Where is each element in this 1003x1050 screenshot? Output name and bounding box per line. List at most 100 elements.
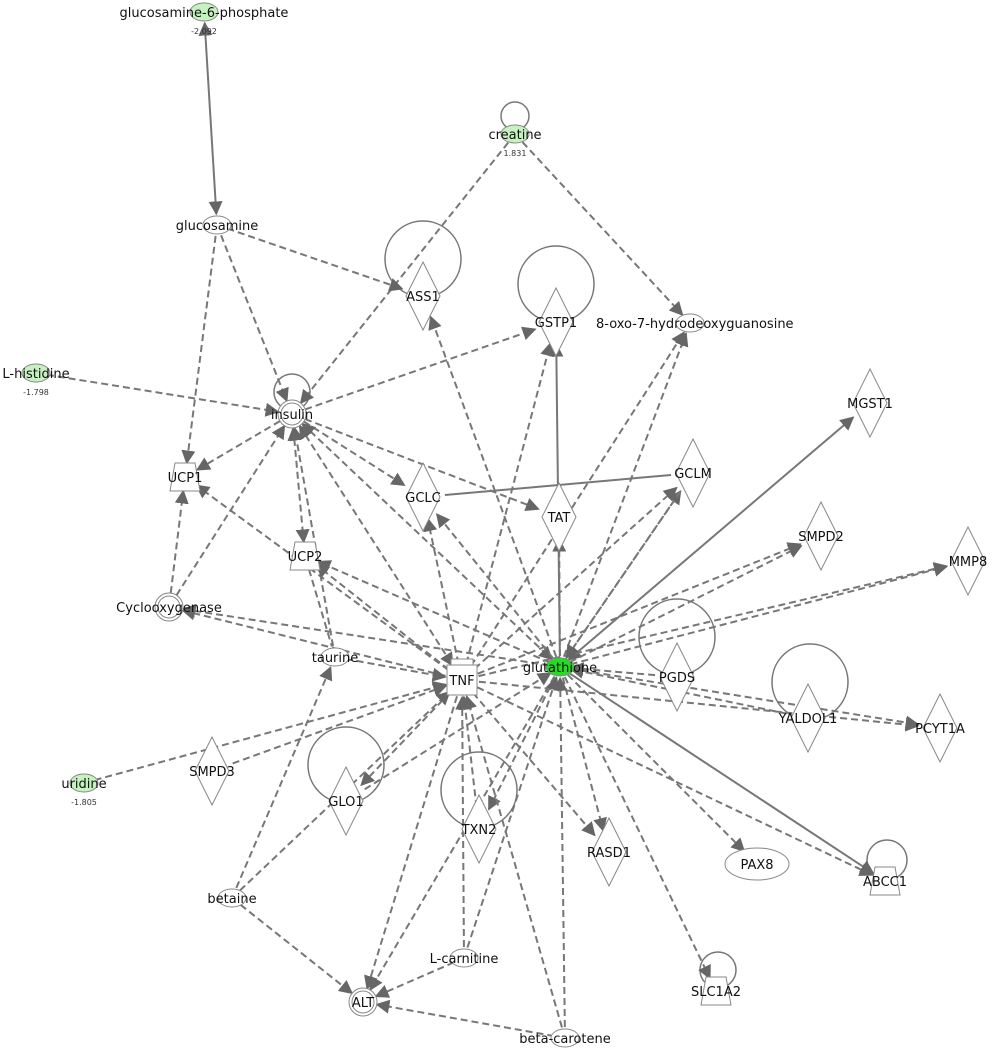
edge-creatine-to-8-oxo [521,141,684,316]
node-l-histidine[interactable]: L-histidine-1.798 [2,363,70,397]
node-shape-ucp1[interactable] [169,462,201,492]
node-smpd2[interactable]: SMPD2 [798,500,844,572]
node-glucosamine-6-phosphate[interactable]: glucosamine-6-phosphate-2.092 [120,2,289,36]
node-pgds[interactable]: PGDS [659,641,695,713]
node-shape-tat[interactable] [541,481,577,553]
node-smpd3[interactable]: SMPD3 [189,735,235,807]
node-alt[interactable]: ALT [348,987,378,1017]
node-insulin[interactable]: insulin [271,399,313,429]
node-shape-txn2[interactable] [461,793,497,865]
node-cyclooxygenase[interactable]: Cyclooxygenase [116,592,222,622]
edge-pgds-to-glutathione [569,662,656,677]
node-label-slc1a2: SLC1A2 [691,985,741,1000]
node-shape-l-carnitine[interactable] [449,948,479,968]
node-gstp1[interactable]: GSTP1 [535,286,577,358]
node-betaine[interactable]: betaine [207,888,257,908]
edge-cyclooxygenase-to-ucp1 [169,489,189,594]
node-ass1[interactable]: ASS1 [405,260,441,332]
node-aldol1[interactable]: YALDOL1 [778,682,838,754]
node-shape-slc1a2[interactable] [700,976,732,1006]
node-l-carnitine[interactable]: L-carnitine [430,948,499,968]
node-shape-pcyt1a[interactable] [922,692,958,764]
node-label-smpd3: SMPD3 [189,765,235,780]
node-gclc[interactable]: GCLC [405,461,441,533]
node-uridine[interactable]: uridine -1.805 [61,773,107,807]
node-pcyt1a[interactable]: PCYT1A [915,692,965,764]
node-mmp8[interactable]: MMP8 [949,525,988,597]
node-label-rasd1: RASD1 [587,846,631,861]
node-label-insulin: insulin [271,408,313,423]
node-rasd1[interactable]: RASD1 [587,816,631,888]
edge-glucosamine-to-ucp1 [181,235,217,465]
node-8-oxo[interactable]: 8-oxo-7-hydrodeoxyguanosine [596,313,794,333]
node-shape-betaine[interactable] [217,888,247,908]
edge-glutathione-to-abcc1 [568,672,875,875]
edge-tnf-to-glo1 [360,691,451,787]
node-shape-ucp2[interactable] [289,541,321,571]
node-shape-mgst1[interactable] [852,367,888,439]
node-label-txn2: TXN2 [461,823,497,838]
node-shape-pgds[interactable] [659,641,695,713]
node-shape-gstp1[interactable] [538,286,574,358]
edge-tnf-to-8-oxo [470,331,685,667]
node-shape-glo1[interactable] [328,765,364,837]
node-label-pcyt1a: PCYT1A [915,722,965,737]
node-pax8[interactable]: PAX8 [724,847,790,881]
edge-insulin-to-tnf [298,424,454,667]
node-shape-aldol1[interactable] [790,682,826,754]
node-shape-mmp8[interactable] [950,525,986,597]
node-label-abcc1: ABCC1 [863,875,907,890]
node-label-cyclooxygenase: Cyclooxygenase [116,601,222,616]
edge-tnf-to-ucp1 [195,484,449,671]
node-shape-pax8[interactable] [724,847,790,881]
edge-glucosamine-to-ass1 [227,227,404,292]
node-shape-glutathione[interactable] [545,657,575,677]
node-ucp2[interactable]: UCP2 [288,541,323,571]
edge-ucp2-to-taurine [308,569,333,647]
node-glo1[interactable]: GLO1 [328,765,364,837]
node-shape-rasd1[interactable] [591,816,627,888]
edge-betaine-to-taurine [235,665,333,889]
node-label-pgds: PGDS [659,671,695,686]
node-txn2[interactable]: TXN2 [461,793,497,865]
node-shape-smpd3[interactable] [194,735,230,807]
node-shape-beta-carotene[interactable] [550,1028,580,1048]
node-mgst1[interactable]: MGST1 [847,367,893,439]
node-shape-8-oxo[interactable] [675,313,705,333]
node-label-ucp1: UCP1 [168,471,203,486]
node-tnf[interactable]: TNF [446,658,478,696]
node-shape-abcc1[interactable] [869,866,901,896]
node-shape-creatine[interactable] [500,124,530,144]
node-shape-smpd2[interactable] [803,500,839,572]
edge-l-carnitine-to-tnf [455,695,470,948]
node-shape-gclc[interactable] [405,461,441,533]
edge-tnf-to-mmp8 [478,562,948,678]
node-slc1a2[interactable]: SLC1A2 [691,976,741,1006]
edge-l-histidine-to-insulin [46,373,280,417]
node-glutathione[interactable]: glutathione [523,657,597,677]
node-shape-l-histidine[interactable] [21,363,51,383]
node-shape-tnf[interactable] [446,664,478,696]
node-glucosamine[interactable]: glucosamine [176,215,258,235]
node-shape-uridine[interactable] [69,773,99,793]
node-tat[interactable]: TAT [541,481,577,553]
node-label-glo1: GLO1 [328,795,363,810]
node-ucp1[interactable]: UCP1 [168,462,203,492]
node-taurine[interactable]: taurine [312,647,359,667]
node-abcc1[interactable]: ABCC1 [863,866,907,896]
node-label-uridine: uridine [61,777,106,792]
node-shape-taurine[interactable] [320,647,350,667]
node-value-uridine: -1.805 [71,798,97,807]
node-gclm[interactable]: GCLM [674,437,712,509]
node-label-ass1: ASS1 [406,290,440,305]
node-shape-glucosamine[interactable] [202,215,232,235]
node-shape-glucosamine-6-phosphate[interactable] [189,2,219,22]
edge-gclm-to-glutathione [565,490,682,660]
node-label-8-oxo: 8-oxo-7-hydrodeoxyguanosine [596,317,794,332]
node-beta-carotene[interactable]: beta-carotene [519,1028,611,1048]
node-shape-gclm[interactable] [675,437,711,509]
node-label-gclm: GCLM [674,467,712,482]
node-shape-ass1[interactable] [405,260,441,332]
node-label-aldol1: YALDOL1 [778,712,838,727]
